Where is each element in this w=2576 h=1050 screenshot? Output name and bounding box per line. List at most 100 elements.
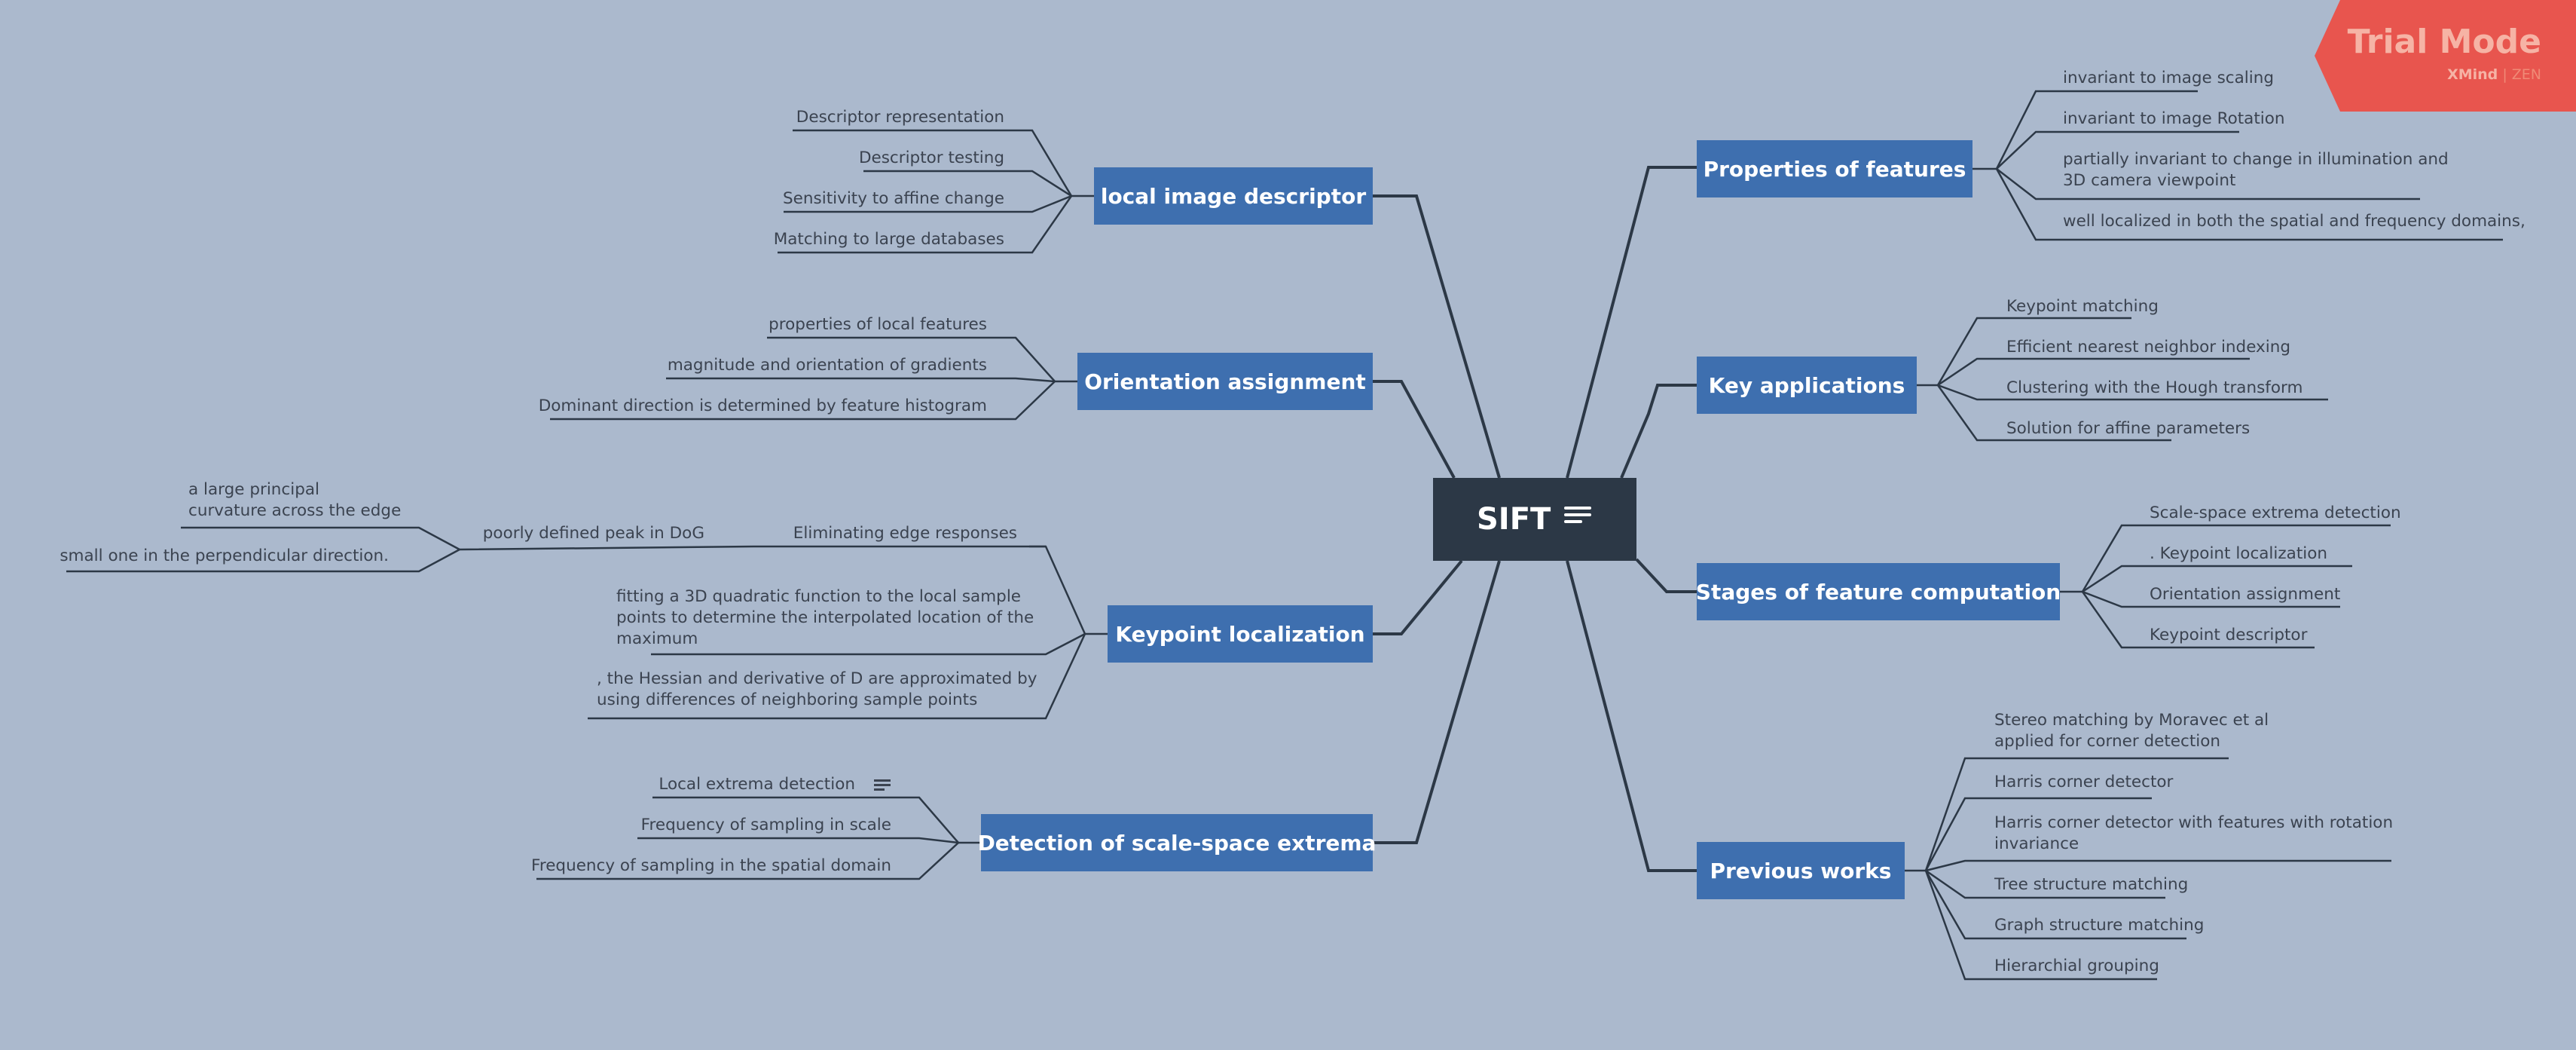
connector-line bbox=[1925, 859, 2391, 872]
notes-icon[interactable] bbox=[874, 779, 891, 791]
subtopic[interactable]: Clustering with the Hough transform bbox=[2006, 378, 2303, 397]
notes-icon[interactable] bbox=[1564, 507, 1591, 531]
subtopic-line: 3D camera viewpoint bbox=[2063, 171, 2236, 190]
connector-line bbox=[652, 796, 959, 843]
subtopic[interactable]: Matching to large databases bbox=[773, 230, 1004, 249]
subtopic[interactable]: fitting a 3D quadratic function to the l… bbox=[616, 586, 1034, 650]
connector-line bbox=[1566, 560, 1697, 872]
subtopic-line: Stereo matching by Moravec et al bbox=[1994, 711, 2269, 730]
subtopic-local-extrema-detection[interactable]: Local extrema detection bbox=[659, 775, 855, 794]
subtopic[interactable]: small one in the perpendicular direction… bbox=[60, 546, 389, 565]
topic-key-applications[interactable]: Key applications bbox=[1697, 357, 1917, 414]
connector-line bbox=[588, 633, 1086, 720]
connector-line bbox=[1635, 558, 1697, 593]
connector-line bbox=[1373, 380, 1456, 479]
connector-line bbox=[1937, 357, 2250, 387]
subtopic-eliminating-edge-responses[interactable]: Eliminating edge responses bbox=[793, 524, 1017, 543]
connector-line bbox=[1996, 130, 2239, 170]
subtopic-line: fitting a 3D quadratic function to the l… bbox=[616, 587, 1022, 606]
connector-line bbox=[1924, 870, 2157, 981]
connector-line bbox=[1996, 168, 2420, 201]
subtopic-line: using differences of neighboring sample … bbox=[597, 690, 978, 709]
subtopic[interactable]: a large principal curvature across the ed… bbox=[188, 479, 401, 522]
connector-line bbox=[863, 170, 1072, 197]
subtopic[interactable]: invariant to image scaling bbox=[2063, 69, 2275, 87]
subtopic[interactable]: Graph structure matching bbox=[1994, 916, 2205, 935]
topic-orientation-assignment[interactable]: Orientation assignment bbox=[1077, 353, 1373, 410]
topic-detection-of-scale-space-extrema[interactable]: Detection of scale-space extrema bbox=[978, 814, 1376, 871]
subtopic[interactable]: Keypoint matching bbox=[2006, 297, 2159, 316]
subtopic[interactable]: Frequency of sampling in the spatial dom… bbox=[531, 856, 891, 875]
subtopic[interactable]: Orientation assignment bbox=[2150, 585, 2341, 604]
connector-line bbox=[1995, 90, 2198, 170]
trial-mode-title: Trial Mode bbox=[2347, 23, 2541, 61]
subtopic[interactable]: . Keypoint localization bbox=[2150, 544, 2328, 563]
connector-line bbox=[767, 336, 1056, 382]
subtopic-line: a large principal bbox=[188, 480, 320, 499]
connector-line bbox=[666, 377, 1056, 383]
central-topic-label: SIFT bbox=[1477, 502, 1551, 537]
connector-line bbox=[536, 842, 959, 880]
connector-line bbox=[1924, 797, 2152, 871]
subtopic-line: , the Hessian and derivative of D are ap… bbox=[597, 669, 1037, 688]
subtopic-line: curvature across the edge bbox=[188, 501, 402, 520]
subtopic[interactable]: Dominant direction is determined by feat… bbox=[538, 396, 987, 415]
subtopic-line: applied for corner detection bbox=[1994, 732, 2221, 751]
subtopic[interactable]: Efficient nearest neighbor indexing bbox=[2006, 338, 2291, 357]
topic-properties-of-features[interactable]: Properties of features bbox=[1697, 140, 1972, 197]
connector-line bbox=[1566, 166, 1697, 479]
connector-line bbox=[1373, 560, 1501, 844]
subtopic-poorly-defined-peak[interactable]: poorly defined peak in DoG bbox=[482, 524, 704, 543]
topic-keypoint-localization[interactable]: Keypoint localization bbox=[1108, 605, 1373, 663]
topic-stages-of-feature-computation[interactable]: Stages of feature computation bbox=[1696, 563, 2061, 620]
connector-line bbox=[1937, 384, 2328, 401]
subtopic[interactable]: invariant to image Rotation bbox=[2063, 109, 2285, 128]
connector-line bbox=[1373, 559, 1463, 635]
connector-line bbox=[1936, 384, 2171, 442]
subtopic[interactable]: Descriptor representation bbox=[796, 108, 1004, 127]
subtopic[interactable]: Harris corner detector bbox=[1994, 773, 2174, 791]
subtopic[interactable]: Frequency of sampling in scale bbox=[640, 816, 891, 834]
connector-line bbox=[1924, 870, 2186, 940]
connector-line bbox=[2081, 591, 2315, 649]
connector-line bbox=[784, 194, 1072, 213]
subtopic-line: Harris corner detector with features wit… bbox=[1994, 813, 2394, 832]
subtopic[interactable]: well localized in both the spatial and f… bbox=[2063, 212, 2526, 231]
topic-local-image-descriptor[interactable]: local image descriptor bbox=[1094, 167, 1373, 225]
subtopic-line: partially invariant to change in illumin… bbox=[2063, 150, 2449, 169]
subtopic[interactable]: Stereo matching by Moravec et al applied… bbox=[1994, 710, 2269, 752]
connector-line bbox=[1936, 317, 2131, 386]
subtopic[interactable]: properties of local features bbox=[769, 315, 987, 334]
connector-line bbox=[1029, 545, 1086, 635]
connector-line bbox=[1620, 384, 1697, 479]
trial-mode-badge[interactable]: Trial Mode XMind | ZEN bbox=[2315, 0, 2576, 112]
subtopic[interactable]: Hierarchial grouping bbox=[1994, 957, 2159, 975]
connector-line bbox=[2081, 524, 2391, 592]
subtopic-line: maximum bbox=[616, 629, 698, 648]
subtopic[interactable]: Descriptor testing bbox=[858, 148, 1004, 167]
subtopic[interactable]: partially invariant to change in illumin… bbox=[2063, 149, 2449, 191]
connector-line bbox=[651, 632, 1086, 656]
subtopic[interactable]: , the Hessian and derivative of D are ap… bbox=[597, 669, 1037, 711]
connector-line bbox=[793, 129, 1073, 197]
connector-line bbox=[66, 548, 460, 573]
connector-line bbox=[2082, 590, 2340, 608]
subtopic[interactable]: Keypoint descriptor bbox=[2150, 626, 2308, 644]
connector-line bbox=[459, 545, 1046, 551]
subtopic[interactable]: Sensitivity to affine change bbox=[783, 189, 1004, 208]
connector-line bbox=[1373, 194, 1501, 479]
subtopic[interactable]: Solution for affine parameters bbox=[2006, 419, 2251, 438]
central-topic-sift[interactable]: SIFT bbox=[1433, 478, 1636, 561]
connector-line bbox=[637, 837, 959, 844]
subtopic-line: invariance bbox=[1994, 834, 2079, 853]
subtopic[interactable]: Harris corner detector with features wit… bbox=[1994, 813, 2393, 855]
connector-line bbox=[778, 195, 1073, 254]
subtopic-line: points to determine the interpolated loc… bbox=[616, 608, 1034, 627]
subtopic[interactable]: Scale-space extrema detection bbox=[2150, 504, 2401, 522]
subtopic[interactable]: magnitude and orientation of gradients bbox=[667, 356, 987, 375]
topic-previous-works[interactable]: Previous works bbox=[1697, 842, 1905, 899]
subtopic[interactable]: Tree structure matching bbox=[1994, 875, 2189, 894]
trial-mode-brand: XMind | ZEN bbox=[2447, 66, 2541, 83]
